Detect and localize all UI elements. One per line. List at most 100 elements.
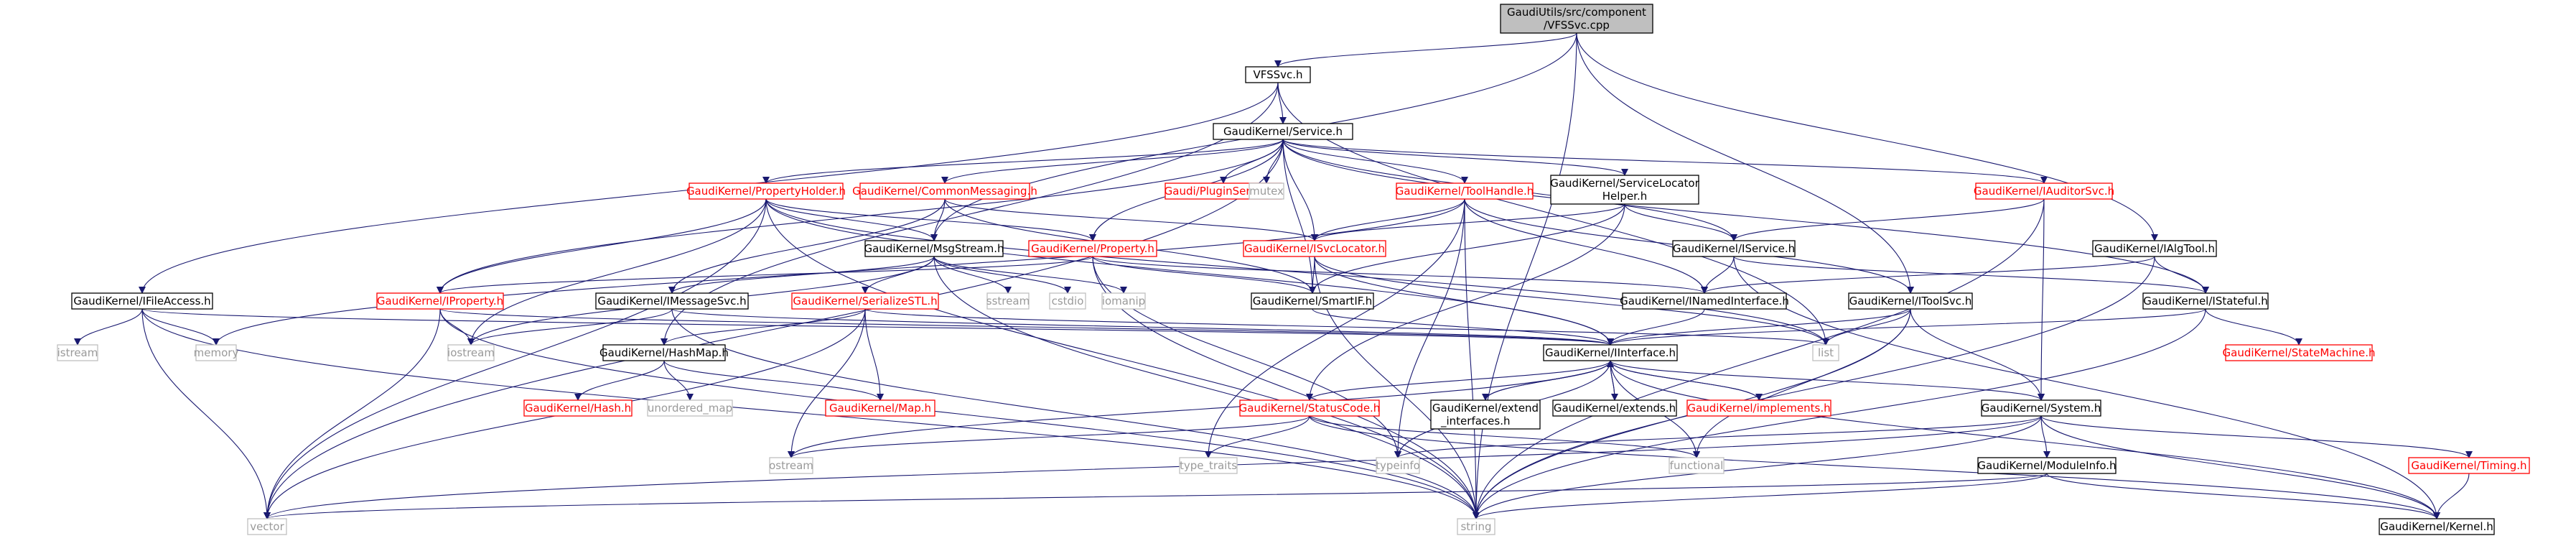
node-istateful[interactable]: GaudiKernel/IStateful.h — [2142, 292, 2269, 310]
node-box-kernel — [2379, 518, 2495, 535]
node-ialgtool[interactable]: GaudiKernel/IAlgTool.h — [2092, 240, 2217, 257]
edge-iproperty-to-iinterface — [439, 308, 1614, 346]
node-label-cstdio: cstdio — [1052, 295, 1084, 308]
node-typetraits: type_traits — [1179, 457, 1238, 474]
node-msgstream[interactable]: GaudiKernel/MsgStream.h — [864, 240, 1004, 257]
node-ostream: ostream — [769, 457, 813, 474]
edge-istateful-to-iinterface — [1607, 308, 2206, 346]
node-commonmsg[interactable]: GaudiKernel/CommonMessaging.h — [852, 182, 1037, 200]
node-itoolsvc[interactable]: GaudiKernel/IToolSvc.h — [1848, 292, 1973, 310]
node-implements[interactable]: GaudiKernel/implements.h — [1686, 399, 1831, 417]
node-label-msgstream: GaudiKernel/MsgStream.h — [864, 242, 1004, 255]
node-label-imessagesvc: GaudiKernel/IMessageSvc.h — [597, 295, 746, 308]
node-label-extendif: GaudiKernel/extend — [1432, 402, 1539, 415]
node-box-typeinfo — [1376, 457, 1420, 474]
edge-service-to-toolhandle — [1282, 139, 1468, 184]
node-statemachine[interactable]: GaudiKernel/StateMachine.h — [2223, 344, 2376, 361]
edge-service-to-istateful — [1282, 139, 2209, 294]
edge-msgstream-to-cstdio — [933, 256, 1071, 294]
node-label-iservice: GaudiKernel/IService.h — [1673, 242, 1795, 255]
edge-ialgtool-to-inamedif — [1701, 256, 2155, 294]
node-serializestl[interactable]: GaudiKernel/SerializeSTL.h — [791, 292, 939, 310]
node-property[interactable]: GaudiKernel/Property.h — [1028, 240, 1157, 257]
node-extendif[interactable]: GaudiKernel/extend_interfaces.h — [1430, 399, 1541, 430]
node-propholder[interactable]: GaudiKernel/PropertyHolder.h — [686, 182, 846, 200]
edge-iauditorsvc-to-iservice — [1730, 198, 2045, 241]
edge-iproperty-to-vector — [263, 308, 441, 519]
edge-propholder-to-string — [765, 198, 1480, 519]
node-iauditorsvc[interactable]: GaudiKernel/IAuditorSvc.h — [1974, 182, 2114, 200]
node-vfssvc[interactable]: VFSSvc.h — [1245, 66, 1311, 83]
edge-system-to-typeinfo — [1394, 415, 2042, 458]
node-imessagesvc[interactable]: GaudiKernel/IMessageSvc.h — [595, 292, 749, 310]
node-label-sstream: sstream — [986, 295, 1030, 308]
edge-hashmap-to-hash — [574, 360, 665, 401]
node-iinterface[interactable]: GaudiKernel/IInterface.h — [1543, 344, 1678, 361]
node-label-serializestl: GaudiKernel/SerializeSTL.h — [793, 295, 937, 308]
edge-isvclocator-to-list — [1314, 256, 1829, 346]
node-box-list — [1812, 344, 1839, 361]
node-extends[interactable]: GaudiKernel/extends.h — [1552, 399, 1677, 417]
node-box-unorderedmap — [647, 399, 733, 417]
node-label-svclochelper: GaudiKernel/ServiceLocator — [1550, 177, 1699, 190]
node-label-iinterface: GaudiKernel/IInterface.h — [1545, 346, 1676, 359]
edge-service-to-iproperty — [437, 139, 1284, 294]
node-box-ostream — [769, 457, 813, 474]
edge-svclochelper-to-isvclocator — [1311, 203, 1625, 241]
edge-serializestl-to-list — [864, 308, 1829, 346]
edge-iproperty-to-string — [439, 308, 1480, 519]
node-label-smartif: GaudiKernel/SmartIF.h — [1253, 295, 1372, 308]
node-timing[interactable]: GaudiKernel/Timing.h — [2408, 457, 2530, 474]
node-service[interactable]: GaudiKernel/Service.h — [1213, 123, 1353, 140]
edge-itoolsvc-to-iinterface — [1607, 308, 1911, 346]
node-box-istateful — [2142, 292, 2269, 310]
node-label-property: GaudiKernel/Property.h — [1031, 242, 1154, 255]
edge-service-to-isvclocator — [1282, 139, 1318, 241]
node-label-service: GaudiKernel/Service.h — [1223, 125, 1343, 138]
node-kernel[interactable]: GaudiKernel/Kernel.h — [2379, 518, 2495, 535]
edge-ifileaccess-to-vector — [141, 308, 271, 519]
edge-iinterface-to-system — [1610, 360, 2045, 401]
node-label-commonmsg: GaudiKernel/CommonMessaging.h — [852, 185, 1037, 198]
node-box-propholder — [689, 182, 844, 200]
node-inamedif[interactable]: GaudiKernel/INamedInterface.h — [1620, 292, 1789, 310]
edge-isvclocator-to-iinterface — [1314, 256, 1614, 346]
node-hash[interactable]: GaudiKernel/Hash.h — [523, 399, 633, 417]
node-vector: vector — [247, 518, 287, 535]
node-label-implements: GaudiKernel/implements.h — [1687, 402, 1830, 415]
node-functional: functional — [1669, 457, 1725, 474]
edge-iinterface-to-statuscode — [1306, 360, 1611, 401]
node-moduleinfo[interactable]: GaudiKernel/ModuleInfo.h — [1977, 457, 2117, 474]
node-iproperty[interactable]: GaudiKernel/IProperty.h — [376, 292, 504, 310]
edge-system-to-vector — [263, 415, 2042, 519]
edge-msgstream-to-string — [933, 256, 1480, 519]
node-label-root: /VFSSvc.cpp — [1544, 19, 1610, 32]
edge-propholder-to-property — [765, 198, 1096, 241]
node-root[interactable]: GaudiUtils/src/component/VFSSvc.cpp — [1500, 4, 1653, 34]
node-label-iproperty: GaudiKernel/IProperty.h — [377, 295, 503, 308]
node-system[interactable]: GaudiKernel/System.h — [1981, 399, 2101, 417]
node-box-typetraits — [1179, 457, 1238, 474]
edge-serializestl-to-hashmap — [661, 308, 866, 346]
edge-statuscode-to-ostream — [788, 415, 1310, 458]
edge-iservice-to-kernel — [1733, 256, 2440, 519]
edge-iservice-to-istateful — [1733, 256, 2209, 294]
edge-root-to-ialgtool — [1576, 32, 2158, 241]
node-toolhandle[interactable]: GaudiKernel/ToolHandle.h — [1396, 182, 1534, 200]
node-isvclocator[interactable]: GaudiKernel/ISvcLocator.h — [1243, 240, 1386, 257]
node-smartif[interactable]: GaudiKernel/SmartIF.h — [1251, 292, 1374, 310]
edge-imessagesvc-to-iinterface — [671, 308, 1614, 346]
node-label-iomanip: iomanip — [1102, 295, 1145, 308]
node-map[interactable]: GaudiKernel/Map.h — [825, 399, 935, 417]
edge-property-to-typeinfo — [1092, 256, 1401, 458]
edge-toolhandle-to-typetraits — [1205, 198, 1465, 458]
node-hashmap[interactable]: GaudiKernel/HashMap.h — [599, 344, 729, 361]
edge-propholder-to-msgstream — [765, 198, 938, 241]
node-ifileaccess[interactable]: GaudiKernel/IFileAccess.h — [71, 292, 213, 310]
node-iservice[interactable]: GaudiKernel/IService.h — [1672, 240, 1796, 257]
edge-timing-to-kernel — [2433, 473, 2470, 519]
node-statuscode[interactable]: GaudiKernel/StatusCode.h — [1239, 399, 1381, 417]
edge-statuscode-to-functional — [1309, 415, 1700, 458]
